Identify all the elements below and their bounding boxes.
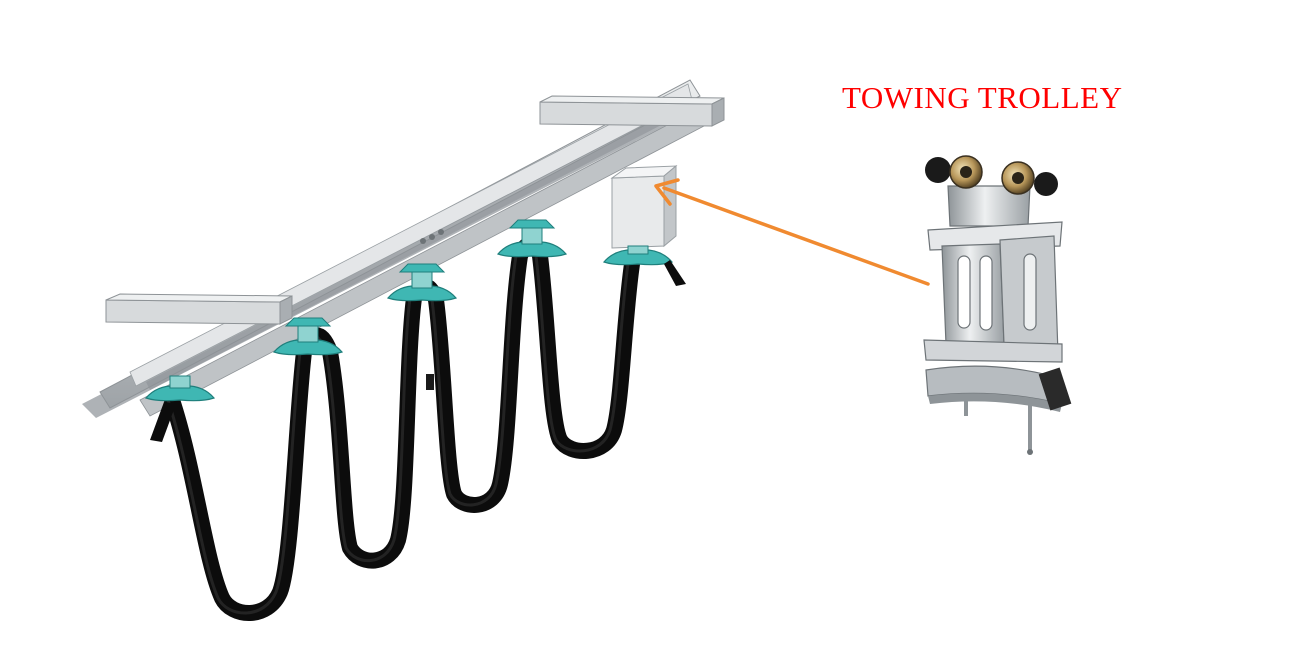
towing-trolley-icon <box>924 156 1071 455</box>
towing-trolley-label: TOWING TROLLEY <box>842 80 1123 116</box>
arrow-icon <box>656 180 928 284</box>
